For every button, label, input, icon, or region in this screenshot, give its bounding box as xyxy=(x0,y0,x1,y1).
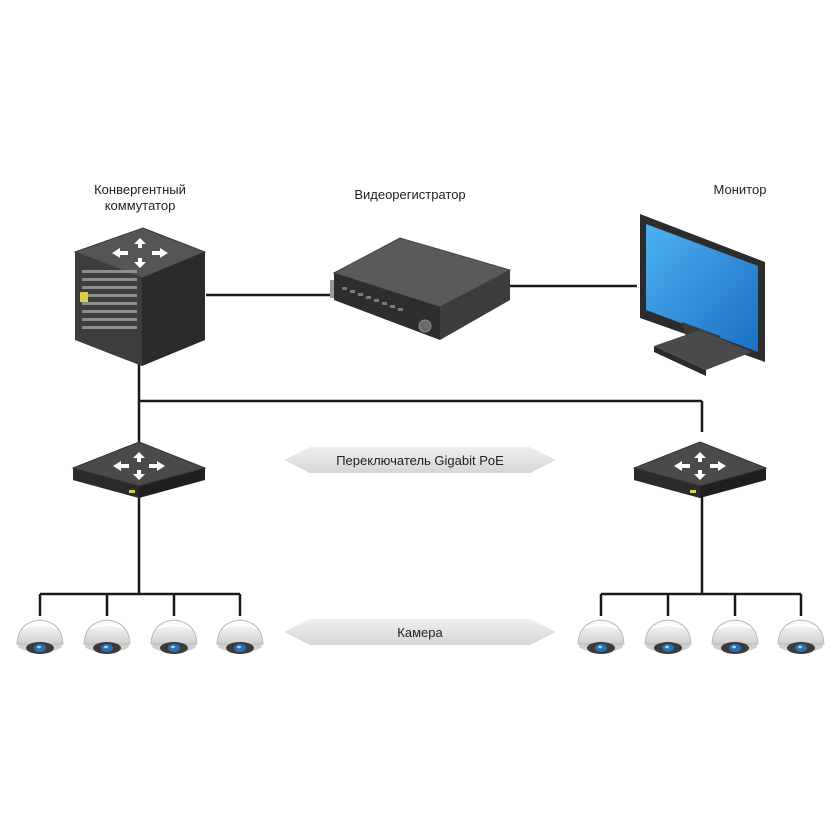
monitor-icon xyxy=(640,214,765,376)
right-poe-switch-icon xyxy=(633,441,767,499)
dome-camera-icon xyxy=(644,619,692,655)
dome-camera-icon xyxy=(577,619,625,655)
dome-camera-icon xyxy=(16,619,64,655)
dome-camera-icon xyxy=(216,619,264,655)
dome-camera-icon xyxy=(777,619,825,655)
core-switch-icon xyxy=(73,227,207,366)
right-camera-group xyxy=(577,619,825,655)
left-poe-switch-icon xyxy=(72,441,206,499)
nvr-recorder-icon xyxy=(330,237,512,340)
camera-arrow: Камера xyxy=(284,619,556,645)
connection-lines xyxy=(38,284,803,616)
camera-label: Камера xyxy=(397,625,443,640)
poe-switch-label: Переключатель Gigabit PoE xyxy=(336,453,504,468)
left-camera-group xyxy=(16,619,264,655)
poe-switch-arrow: Переключатель Gigabit PoE xyxy=(284,447,556,473)
dome-camera-icon xyxy=(711,619,759,655)
nvr-label: Видеорегистратор xyxy=(354,187,466,202)
dome-camera-icon xyxy=(150,619,198,655)
dome-camera-icon xyxy=(83,619,131,655)
converged-switch-label: Конвергентный коммутатор xyxy=(94,182,186,213)
monitor-label: Монитор xyxy=(713,182,767,197)
